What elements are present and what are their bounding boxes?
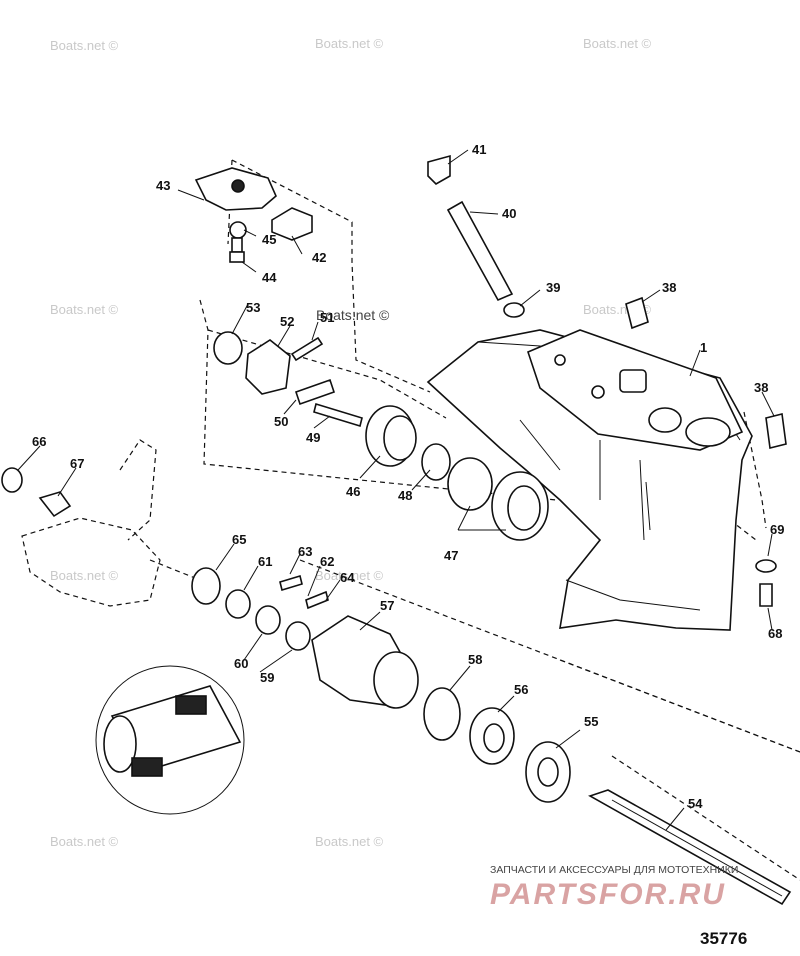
part-label: 38 <box>662 280 676 295</box>
leader-lines <box>17 149 775 831</box>
part-label: 64 <box>340 570 355 585</box>
watermark: Boats.net © <box>50 38 119 53</box>
brand-logo: PARTSFOR.RU <box>490 878 726 911</box>
part-label: 57 <box>380 598 394 613</box>
part-label: 66 <box>32 434 46 449</box>
part-label: 53 <box>246 300 260 315</box>
watermark: Boats.net © <box>315 568 384 583</box>
watermark-prominent: Boats.net © <box>316 307 390 323</box>
part-label: 46 <box>346 484 360 499</box>
part-label: 50 <box>274 414 288 429</box>
part-label: 44 <box>262 270 277 285</box>
part-label: 69 <box>770 522 784 537</box>
part-label: 43 <box>156 178 170 193</box>
part-label: 47 <box>444 548 458 563</box>
watermark: Boats.net © <box>315 36 384 51</box>
propeller-outline <box>1 439 201 607</box>
water-tube-assembly <box>427 154 787 449</box>
brand-caption: ЗАПЧАСТИ И АКСЕССУАРЫ ДЛЯ МОТОТЕХНИКИ <box>490 864 738 876</box>
part-label: 48 <box>398 488 412 503</box>
part-label: 67 <box>70 456 84 471</box>
part-label: 60 <box>234 656 248 671</box>
bearing-carrier-assembly <box>191 567 515 765</box>
part-label: 42 <box>312 250 326 265</box>
part-label: 52 <box>280 314 294 329</box>
part-label: 51 <box>320 310 334 325</box>
part-labels: 1 38 38 39 40 41 42 43 44 45 46 47 48 49… <box>32 142 784 811</box>
part-label: 61 <box>258 554 272 569</box>
part-label: 58 <box>468 652 482 667</box>
watermark: Boats.net © <box>315 834 384 849</box>
part-label: 40 <box>502 206 516 221</box>
part-label: 1 <box>700 340 707 355</box>
part-label: 65 <box>232 532 246 547</box>
part-label: 45 <box>262 232 276 247</box>
trim-tab-assembly <box>194 167 313 263</box>
part-label: 55 <box>584 714 598 729</box>
partsfor-branding: ЗАПЧАСТИ И АКСЕССУАРЫ ДЛЯ МОТОТЕХНИКИ PA… <box>490 864 738 911</box>
gear-housing <box>426 329 753 631</box>
shift-assembly <box>213 331 363 428</box>
part-label: 68 <box>768 626 782 641</box>
detail-inset <box>95 665 245 815</box>
watermark: Boats.net © <box>50 834 119 849</box>
propeller-shaft-assembly <box>525 741 792 906</box>
watermark: Boats.net © <box>583 36 652 51</box>
part-label: 59 <box>260 670 274 685</box>
part-label: 54 <box>688 796 703 811</box>
pinion-gear-assembly <box>365 405 549 541</box>
watermark: Boats.net © <box>50 302 119 317</box>
watermark: Boats.net © <box>50 568 119 583</box>
drawing-number: 35776 <box>700 929 747 948</box>
part-label: 62 <box>320 554 334 569</box>
part-label: 63 <box>298 544 312 559</box>
part-label: 56 <box>514 682 528 697</box>
hardware-68-69 <box>755 559 777 607</box>
part-label: 41 <box>472 142 486 157</box>
part-label: 49 <box>306 430 320 445</box>
part-label: 38 <box>754 380 768 395</box>
part-label: 39 <box>546 280 560 295</box>
